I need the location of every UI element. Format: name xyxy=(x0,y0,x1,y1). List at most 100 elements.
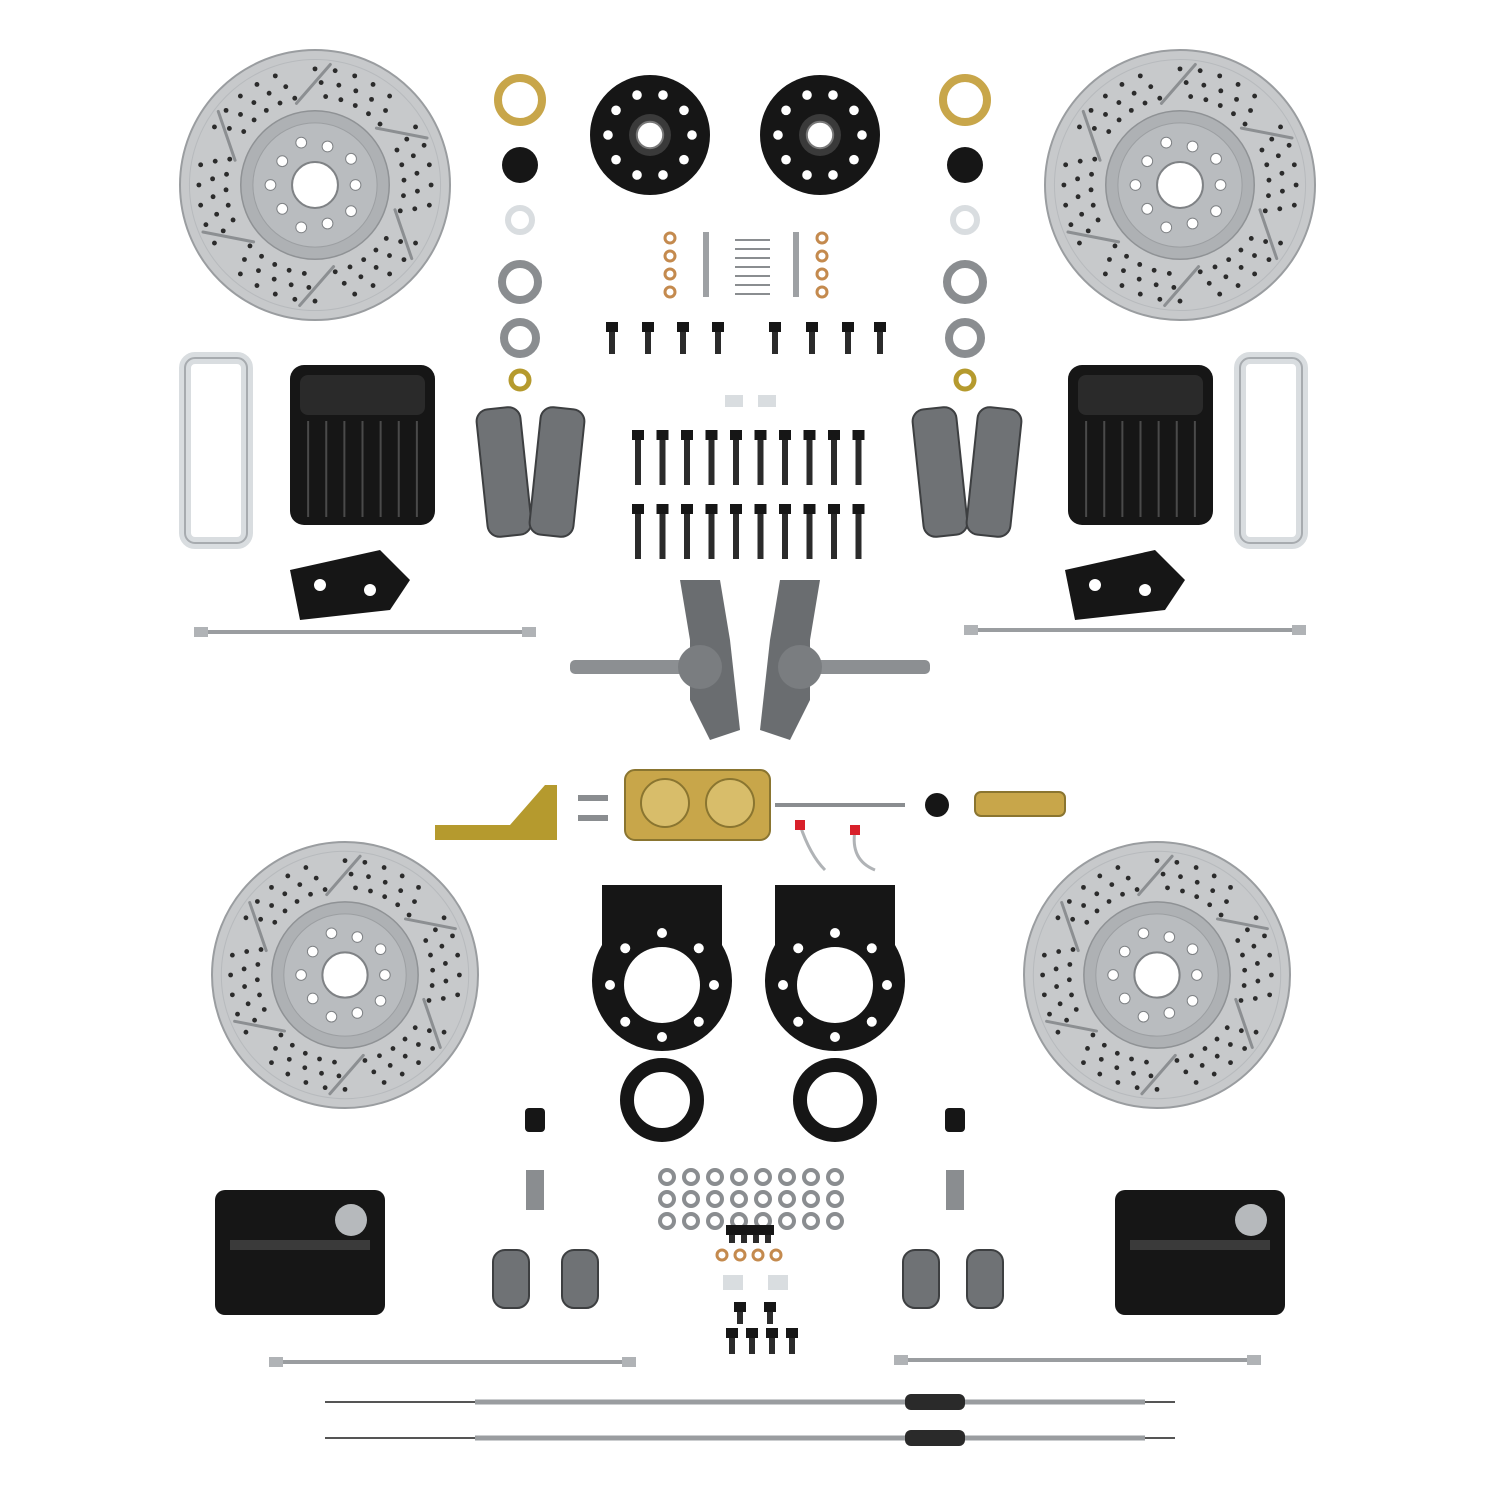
bracket-bolt-r1-c8 xyxy=(803,430,816,485)
caliper-bolt-5 xyxy=(769,322,781,354)
rear-washer-r2-c8 xyxy=(826,1190,844,1208)
rear-washer-r1-c5 xyxy=(754,1168,772,1186)
rear-bolt-1 xyxy=(726,1328,738,1354)
caliper-bracket-right xyxy=(1234,352,1308,549)
front-brake-hose-right xyxy=(964,625,1306,635)
anti-rattle-clips xyxy=(725,395,776,407)
rear-brake-hose-left xyxy=(269,1357,636,1367)
rear-copper-washer-4 xyxy=(769,1248,783,1262)
copper-washer-left-3 xyxy=(663,267,677,281)
washer-1 xyxy=(505,205,535,235)
rear-washer-r2-c1 xyxy=(658,1190,676,1208)
bracket-bolt-r2-c1 xyxy=(632,504,644,559)
rear-washer-r1-c2 xyxy=(682,1168,700,1186)
rear-small-bolt-2 xyxy=(738,1225,750,1243)
copper-washer-right-1 xyxy=(815,231,829,245)
front-pad-left-1 xyxy=(475,406,533,538)
rear-washer-r1-c3 xyxy=(706,1168,724,1186)
rear-bolt-3 xyxy=(766,1328,778,1354)
bracket-bolt-r2-c9 xyxy=(828,504,840,559)
bracket-bolt-r1-c1 xyxy=(632,430,644,485)
rear-small-bolt-1 xyxy=(726,1225,738,1243)
bracket-bolt-r1-c7 xyxy=(779,430,791,485)
bracket-bolt-r2-c8 xyxy=(803,504,816,559)
copper-washer-right-4 xyxy=(815,285,829,299)
backing-plate-right xyxy=(765,885,906,1052)
hub-left xyxy=(590,75,710,195)
parking-brake-cable-1 xyxy=(325,1394,1175,1410)
master-cylinder xyxy=(624,769,771,841)
rear-pad-left-1 xyxy=(492,1249,530,1309)
rear-bleeder-2 xyxy=(764,1302,776,1324)
rear-washer-r2-c2 xyxy=(682,1190,700,1208)
caliper-bolt-3 xyxy=(677,322,689,354)
rear-bolt-2 xyxy=(746,1328,758,1354)
spindle-nut-2 xyxy=(953,368,977,392)
backing-plate-left xyxy=(592,885,733,1052)
hub-right xyxy=(760,75,880,195)
brake-light-switch xyxy=(925,793,949,817)
parking-brake-cable-2 xyxy=(325,1430,1175,1446)
copper-washer-left-4 xyxy=(663,285,677,299)
caliper-bolt-8 xyxy=(874,322,886,354)
rear-copper-washer-1 xyxy=(715,1248,729,1262)
grease-seal-2 xyxy=(939,74,991,126)
master-cylinder-studs xyxy=(578,795,608,821)
front-caliper-left xyxy=(290,365,435,525)
rear-pad-left-2 xyxy=(561,1249,599,1309)
rear-brake-hose-right xyxy=(894,1355,1261,1365)
rear-washer-r1-c4 xyxy=(730,1168,748,1186)
bracket-bolt-r1-c6 xyxy=(754,430,767,485)
copper-washer-left-2 xyxy=(663,249,677,263)
bracket-bolt-r1-c4 xyxy=(705,430,718,485)
caliper-pins xyxy=(703,232,799,297)
outer-bearing-1 xyxy=(498,260,542,304)
rear-caliper-left xyxy=(215,1190,385,1315)
bracket-bolt-r1-c10 xyxy=(852,430,865,485)
hard-lines xyxy=(795,820,876,872)
bracket-bolt-r2-c7 xyxy=(779,504,791,559)
cable-tab-1 xyxy=(525,1108,545,1210)
caliper-bolt-2 xyxy=(642,322,654,354)
rear-washer-r3-c2 xyxy=(682,1212,700,1230)
rear-pad-right-2 xyxy=(966,1249,1004,1309)
caliper-bolt-6 xyxy=(806,322,818,354)
spindle-left xyxy=(570,580,740,740)
front-pad-right-1 xyxy=(911,406,969,538)
front-brake-hose-left xyxy=(194,627,536,637)
rear-washer-r3-c1 xyxy=(658,1212,676,1230)
front-rotor-left xyxy=(179,49,451,321)
bracket-bolt-r2-c3 xyxy=(681,504,693,559)
rear-washer-r2-c3 xyxy=(706,1190,724,1208)
rear-washer-r2-c5 xyxy=(754,1190,772,1208)
rear-washer-r1-c6 xyxy=(778,1168,796,1186)
rear-washer-r1-c7 xyxy=(802,1168,820,1186)
master-cylinder-bracket xyxy=(435,785,557,840)
inner-bearing-1 xyxy=(500,318,540,358)
spindle-nut-1 xyxy=(508,368,532,392)
bracket-bolt-r2-c2 xyxy=(656,504,669,559)
axle-gasket-right xyxy=(793,1058,877,1142)
rear-pad-right-1 xyxy=(902,1249,940,1309)
rear-clip-1 xyxy=(723,1275,743,1290)
rear-washer-r2-c4 xyxy=(730,1190,748,1208)
washer-2 xyxy=(950,205,980,235)
dust-cap-1 xyxy=(502,147,538,183)
rear-washer-r3-c3 xyxy=(706,1212,724,1230)
bracket-bolt-r2-c6 xyxy=(754,504,767,559)
rear-washer-r3-c8 xyxy=(826,1212,844,1230)
proportioning-valve xyxy=(974,791,1066,817)
front-pad-right-2 xyxy=(965,406,1023,538)
bracket-bolt-r1-c5 xyxy=(730,430,742,485)
bracket-bolt-r1-c3 xyxy=(681,430,693,485)
rear-washer-r1-c8 xyxy=(826,1168,844,1186)
grease-seal-1 xyxy=(494,74,546,126)
rear-rotor-right xyxy=(1023,841,1291,1109)
dust-cap-2 xyxy=(947,147,983,183)
rear-washer-r3-c6 xyxy=(778,1212,796,1230)
rear-copper-washer-3 xyxy=(751,1248,765,1262)
copper-washer-right-3 xyxy=(815,267,829,281)
inner-bearing-2 xyxy=(945,318,985,358)
cotter-pins xyxy=(735,239,770,295)
caliper-bracket-left xyxy=(179,352,253,549)
